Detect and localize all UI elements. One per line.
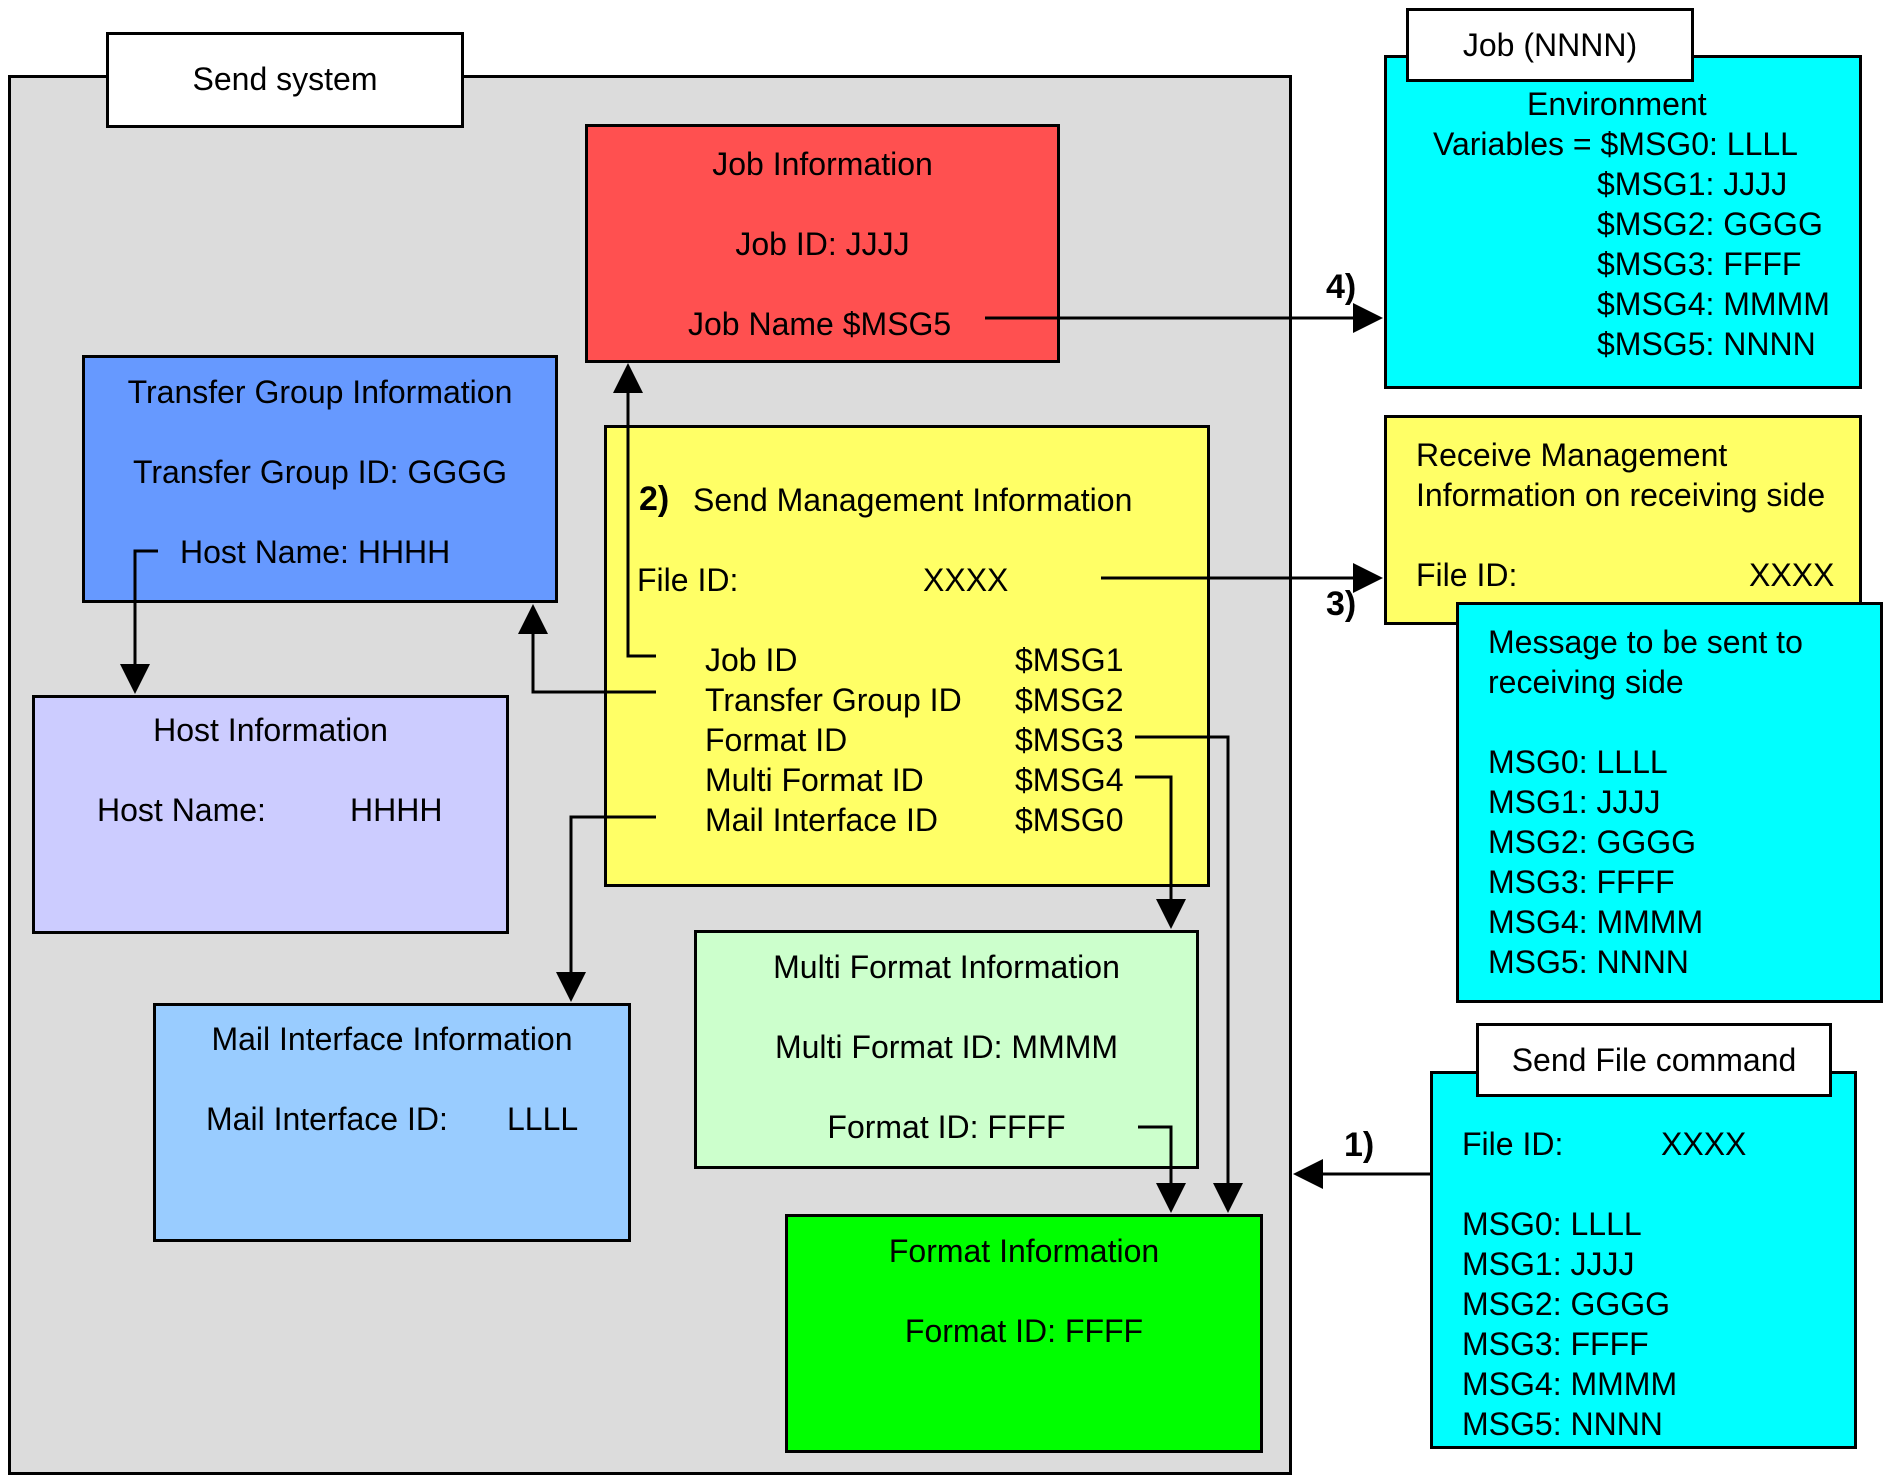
send-file-command-tab: Send File command — [1476, 1023, 1832, 1097]
send-file-command-tab-label: Send File command — [1511, 1042, 1797, 1078]
send-management-row-label: Mail Interface ID — [705, 802, 938, 838]
job-nnnn-tab: Job (NNNN) — [1406, 8, 1694, 82]
job-nnnn-tab-label: Job (NNNN) — [1462, 27, 1638, 63]
host-info-host-value: HHHH — [350, 792, 443, 828]
message-box-msg: MSG0: LLLL — [1488, 744, 1668, 780]
step-1-label: 1) — [1344, 1126, 1375, 1164]
job-info-job-id: Job ID: JJJJ — [735, 226, 910, 262]
transfer-group-title: Transfer Group Information — [127, 374, 513, 410]
arrow-mail-interface-id-to-mail-interface — [556, 815, 656, 1002]
message-box-line2: receiving side — [1488, 664, 1684, 700]
mail-interface-box: Mail Interface Information Mail Interfac… — [153, 1003, 631, 1242]
receive-management-box: Receive Management Information on receiv… — [1384, 415, 1862, 625]
job-env-var: $MSG5: NNNN — [1597, 326, 1816, 362]
receive-management-line1: Receive Management — [1416, 437, 1728, 473]
arrow-multi-format-format-id-to-format-info — [1138, 1125, 1186, 1213]
job-env-line1: Environment — [1527, 86, 1707, 122]
arrow-format-id-to-format-info — [1135, 735, 1243, 1213]
job-env-line2: Variables = $MSG0: LLLL — [1433, 126, 1798, 162]
receive-management-file-value: XXXX — [1749, 557, 1835, 593]
format-info-title: Format Information — [888, 1233, 1160, 1269]
message-to-receiving-side-box: Message to be sent to receiving side MSG… — [1456, 602, 1883, 1003]
arrow-job-id-to-job-info — [613, 363, 656, 658]
job-env-var: $MSG3: FFFF — [1597, 246, 1802, 282]
step-2-label: 2) — [639, 480, 670, 518]
send-management-row-label: Job ID — [705, 642, 798, 678]
host-information-box: Host Information Host Name: HHHH — [32, 695, 509, 934]
job-env-var: $MSG4: MMMM — [1597, 286, 1830, 322]
send-file-msg: MSG1: JJJJ — [1462, 1246, 1635, 1282]
message-box-msg: MSG3: FFFF — [1488, 864, 1675, 900]
message-box-msg: MSG2: GGGG — [1488, 824, 1697, 860]
job-info-title: Job Information — [712, 146, 933, 182]
format-information-box: Format Information Format ID: FFFF — [785, 1214, 1263, 1453]
send-file-file-label: File ID: — [1462, 1126, 1564, 1162]
send-management-row-label: Multi Format ID — [705, 762, 924, 798]
multi-format-id: Multi Format ID: MMMM — [774, 1029, 1119, 1065]
mail-interface-id-label: Mail Interface ID: — [206, 1101, 448, 1137]
message-box-msg: MSG5: NNNN — [1488, 944, 1689, 980]
arrow-transfer-group-id-to-transfer-group — [518, 604, 656, 694]
host-info-host-label: Host Name: — [97, 792, 266, 828]
send-file-msg: MSG3: FFFF — [1462, 1326, 1649, 1362]
send-system-label: Send system — [106, 32, 464, 128]
arrow-host-name-to-host-info — [120, 549, 158, 694]
step-3-label: 3) — [1326, 585, 1357, 623]
send-management-title: Send Management Information — [693, 482, 1133, 518]
receive-management-file-label: File ID: — [1416, 557, 1518, 593]
send-management-row-label: Transfer Group ID — [705, 682, 962, 718]
send-file-msg: MSG5: NNNN — [1462, 1406, 1663, 1442]
send-management-row-value: $MSG3 — [1015, 722, 1124, 758]
send-system-title: Send system — [192, 61, 378, 97]
arrow-multi-format-id-to-multi-format — [1135, 775, 1186, 929]
send-file-msg: MSG4: MMMM — [1462, 1366, 1678, 1402]
job-env-var: $MSG1: JJJJ — [1597, 166, 1788, 202]
mail-interface-title: Mail Interface Information — [211, 1021, 573, 1057]
mail-interface-id-value: LLLL — [507, 1101, 579, 1137]
multi-format-format-id: Format ID: FFFF — [827, 1109, 1066, 1145]
send-management-file-value: XXXX — [923, 562, 1009, 598]
job-info-job-name: Job Name $MSG5 — [688, 306, 952, 342]
send-file-command-box: File ID: XXXX MSG0: LLLL MSG1: JJJJ MSG2… — [1430, 1071, 1857, 1449]
message-box-line1: Message to be sent to — [1488, 624, 1803, 660]
format-info-id: Format ID: FFFF — [904, 1313, 1144, 1349]
send-management-row-value: $MSG2 — [1015, 682, 1124, 718]
host-info-title: Host Information — [153, 712, 388, 748]
send-file-msg: MSG0: LLLL — [1462, 1206, 1642, 1242]
transfer-group-box: Transfer Group Information Transfer Grou… — [82, 355, 558, 603]
send-management-row-value: $MSG0 — [1015, 802, 1124, 838]
send-file-msg: MSG2: GGGG — [1462, 1286, 1671, 1322]
send-file-file-value: XXXX — [1661, 1126, 1747, 1162]
multi-format-box: Multi Format Information Multi Format ID… — [694, 930, 1199, 1169]
multi-format-title: Multi Format Information — [773, 949, 1120, 985]
step-4-label: 4) — [1326, 268, 1357, 306]
message-box-msg: MSG1: JJJJ — [1488, 784, 1661, 820]
send-management-row-label: Format ID — [705, 722, 848, 758]
transfer-group-host: Host Name: HHHH — [180, 534, 451, 570]
job-information-box: Job Information Job ID: JJJJ Job Name $M… — [585, 124, 1060, 363]
send-management-row-value: $MSG1 — [1015, 642, 1124, 678]
transfer-group-id: Transfer Group ID: GGGG — [132, 454, 507, 490]
job-nnnn-box: Environment Variables = $MSG0: LLLL $MSG… — [1384, 55, 1862, 389]
send-management-box: 2) Send Management Information File ID: … — [604, 425, 1210, 887]
job-env-var: $MSG2: GGGG — [1597, 206, 1823, 242]
message-box-msg: MSG4: MMMM — [1488, 904, 1704, 940]
receive-management-line2: Information on receiving side — [1416, 477, 1826, 513]
send-management-row-value: $MSG4 — [1015, 762, 1124, 798]
send-management-file-label: File ID: — [637, 562, 739, 598]
